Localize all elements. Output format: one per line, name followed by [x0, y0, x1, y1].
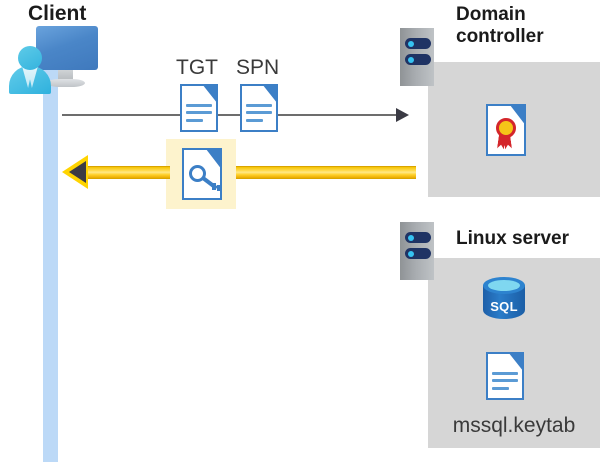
sql-database-icon: SQL	[483, 277, 525, 327]
monitor-neck-shape	[58, 70, 73, 81]
document-text-line	[186, 118, 203, 122]
server-bay-shape	[405, 54, 431, 65]
monitor-base-shape	[47, 79, 85, 87]
keytab-filename-label: mssql.keytab	[452, 414, 576, 437]
document-text-line	[492, 372, 518, 376]
keytab-file-icon	[486, 352, 524, 400]
server-led-shape	[408, 234, 414, 241]
server-bay-shape	[405, 38, 431, 49]
cylinder-top-inner-shape	[488, 280, 520, 291]
tgt-label: TGT	[176, 56, 218, 79]
linux-server-server-icon	[400, 222, 434, 280]
server-bay-shape	[405, 232, 431, 243]
domain-controller-label: Domain controller	[456, 4, 544, 48]
server-led-shape	[408, 56, 414, 63]
document-text-line	[186, 104, 212, 108]
certificate-seal-shape	[496, 117, 517, 138]
request-arrowhead	[396, 108, 409, 122]
spn-document-icon	[240, 84, 278, 132]
document-sheet-shape	[180, 84, 218, 132]
key-ring-shape	[189, 164, 207, 182]
document-text-line	[492, 386, 509, 390]
document-text-line	[492, 379, 518, 383]
user-workstation-icon	[8, 26, 100, 94]
request-arrow-line	[62, 114, 398, 116]
response-arrowhead-inner	[69, 161, 86, 183]
server-bay-shape	[405, 248, 431, 259]
response-arrow-bar-left	[82, 166, 170, 179]
tgt-document-icon	[180, 84, 218, 132]
domain-controller-server-icon	[400, 28, 434, 86]
spn-label: SPN	[236, 56, 280, 79]
document-text-line	[246, 104, 272, 108]
key-icon	[189, 163, 222, 191]
client-label: Client	[28, 2, 87, 25]
monitor-screen-shape	[36, 26, 98, 70]
certificate-icon	[486, 104, 526, 156]
server-led-shape	[408, 250, 414, 257]
sql-database-label: SQL	[490, 299, 518, 314]
key-tooth-shape	[212, 182, 217, 190]
document-text-line	[246, 111, 272, 115]
response-arrow-bar-right	[232, 166, 416, 179]
person-head-shape	[18, 46, 42, 70]
document-text-line	[186, 111, 212, 115]
key-tooth-shape	[217, 184, 222, 191]
client-lifeline	[43, 62, 58, 462]
service-ticket-key-document-icon	[182, 148, 222, 200]
server-led-shape	[408, 40, 414, 47]
linux-server-label: Linux server	[456, 228, 569, 249]
document-text-line	[246, 118, 263, 122]
